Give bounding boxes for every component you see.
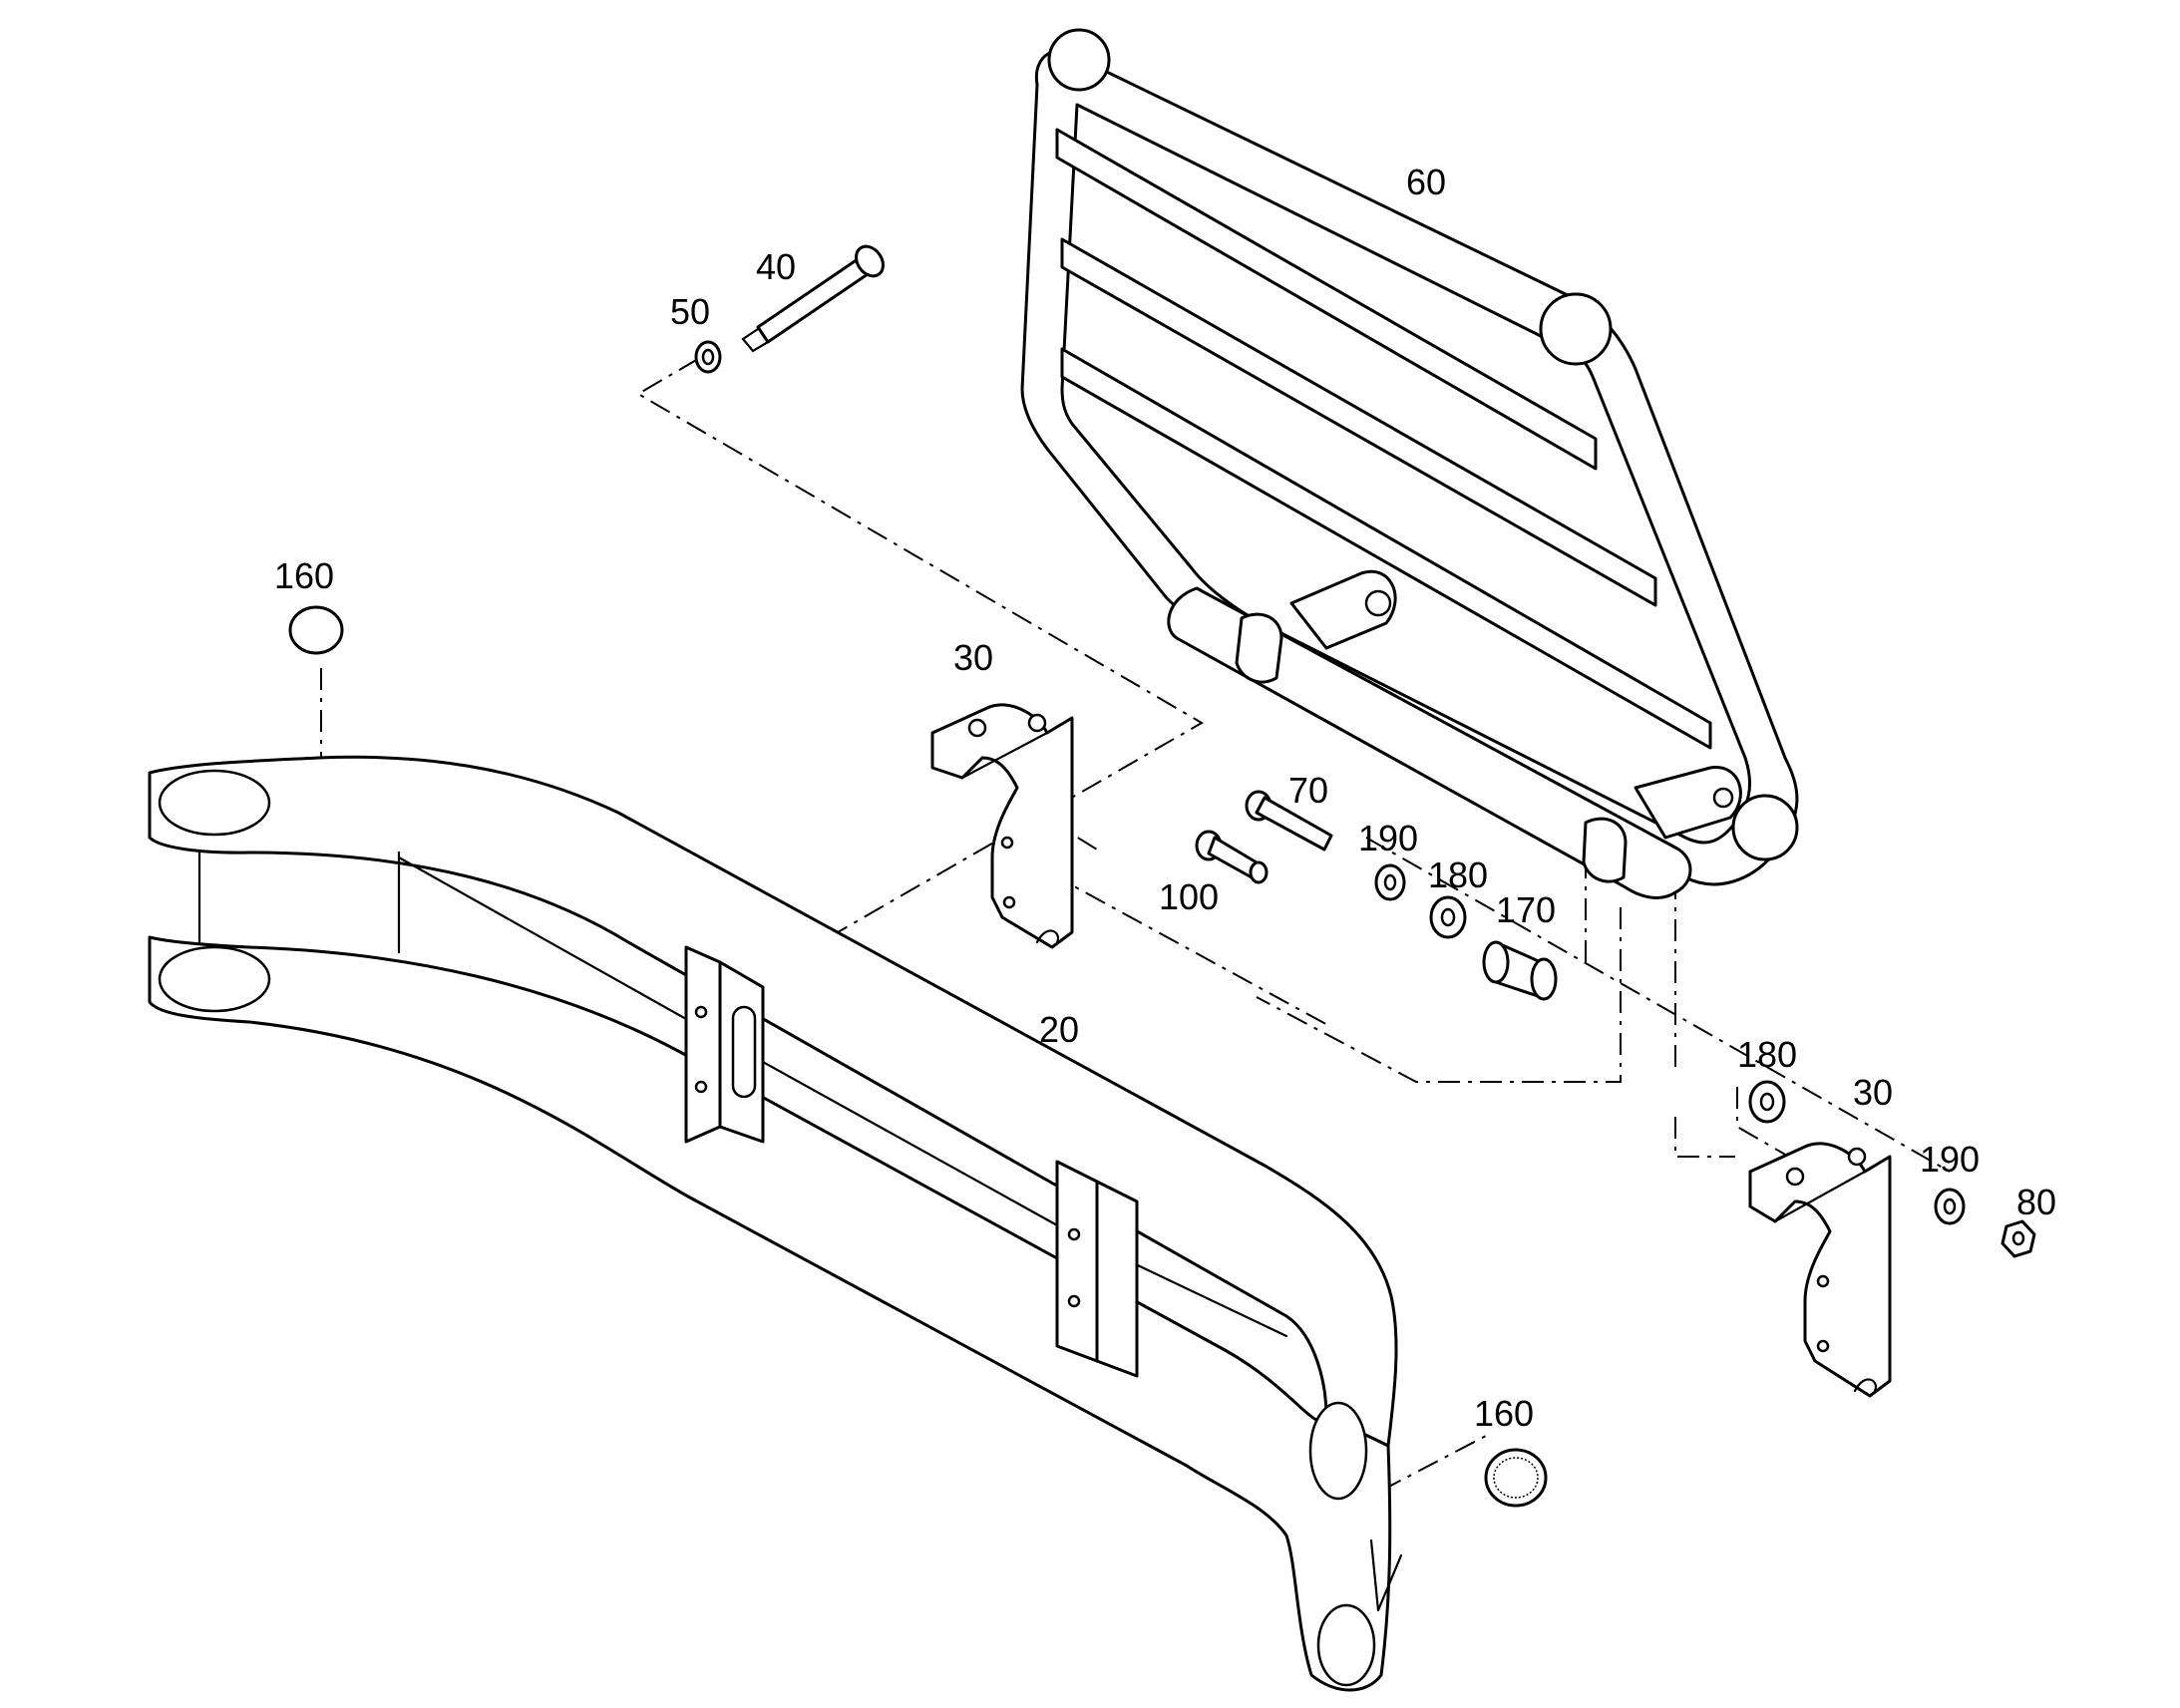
washer-part-180-a bbox=[1429, 895, 1467, 939]
rack-guard-part-60 bbox=[1020, 28, 1799, 899]
callout-190-a: 190 bbox=[1358, 818, 1418, 858]
spacer-part-170 bbox=[1482, 940, 1558, 1001]
callout-80: 80 bbox=[2016, 1182, 2056, 1222]
washer-part-50 bbox=[694, 340, 722, 374]
cap-part-160-top bbox=[288, 605, 344, 655]
callout-30-left: 30 bbox=[953, 637, 993, 678]
callout-180-a: 180 bbox=[1428, 854, 1488, 895]
callout-40: 40 bbox=[756, 246, 796, 287]
fitting-part-100 bbox=[1195, 830, 1269, 884]
frame-beam-part-20 bbox=[148, 755, 1403, 1692]
washer-part-190-a bbox=[1374, 863, 1406, 901]
bracket-part-30-right bbox=[1748, 1142, 1892, 1398]
callout-30-right: 30 bbox=[1853, 1072, 1893, 1113]
callout-170: 170 bbox=[1496, 889, 1556, 930]
callout-60: 60 bbox=[1406, 162, 1446, 202]
washer-part-190-b bbox=[1934, 1188, 1966, 1225]
callout-50: 50 bbox=[670, 291, 710, 332]
bolt-part-70 bbox=[1245, 790, 1333, 852]
bracket-part-30-left bbox=[930, 703, 1074, 949]
callout-100: 100 bbox=[1159, 876, 1219, 917]
callout-labels: 60 40 50 160 30 70 190 180 170 100 20 18… bbox=[274, 162, 2056, 1434]
washer-part-180-b bbox=[1748, 1080, 1786, 1124]
callout-160-bottom: 160 bbox=[1474, 1393, 1534, 1434]
bolt-part-40 bbox=[741, 244, 885, 353]
nut-part-80 bbox=[2000, 1219, 2036, 1258]
callout-70: 70 bbox=[1288, 770, 1328, 811]
callout-180-b: 180 bbox=[1737, 1034, 1797, 1075]
cap-part-160-bottom bbox=[1484, 1448, 1548, 1508]
callout-20: 20 bbox=[1039, 1009, 1079, 1050]
callout-160-top: 160 bbox=[274, 555, 334, 596]
callout-190-b: 190 bbox=[1920, 1139, 1980, 1180]
